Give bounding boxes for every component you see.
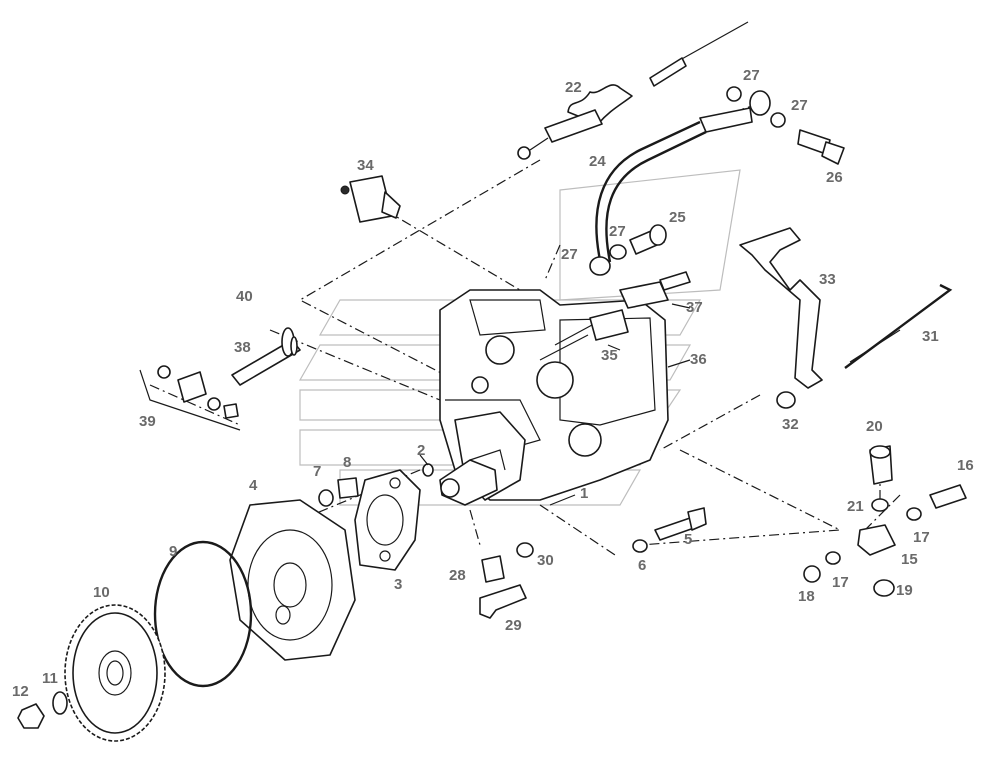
callout-label: 20 [866,418,883,435]
callout-label: 39 [139,413,156,430]
hollow-bolt-26 [726,86,845,165]
bolt-5 [632,507,707,553]
nut-30 [516,542,534,558]
callout-label: 28 [449,567,466,584]
leader-lines [419,303,691,506]
pump-top-fittings [539,271,691,361]
o-ring-9 [153,540,253,688]
callout-label: 2 [417,442,426,459]
callout-label: 27 [791,97,808,114]
callout-label: 35 [601,347,618,364]
nut-32 [776,391,796,409]
callout-label: 33 [819,271,836,288]
banjo-bolt-25 [609,224,667,260]
bracket-33 [739,227,823,389]
callout-label: 11 [42,670,58,687]
callout-label: 38 [234,339,251,356]
callout-label: 36 [690,351,707,368]
callout-label: 3 [394,576,403,593]
callout-label: 8 [343,454,352,471]
clip-29 [479,584,527,619]
callout-label: 30 [537,552,554,569]
sensor-28 [481,555,505,583]
callout-label: 34 [357,157,374,174]
drive-gear-10 [64,604,166,742]
washer-11 [52,691,68,715]
callout-label: 17 [832,574,849,591]
callout-label: 22 [565,79,582,96]
callout-label: 24 [589,153,606,170]
stop-solenoid [340,175,401,223]
callout-label: 4 [249,477,258,494]
callout-label: 16 [957,457,974,474]
callout-label: 29 [505,617,522,634]
callout-label: 37 [686,299,703,316]
callout-label: 12 [12,683,29,700]
callout-label: 31 [922,328,939,345]
callout-label: 21 [847,498,864,515]
callout-label: 40 [236,288,253,305]
throttle-cable [517,21,749,160]
callout-label: 26 [826,169,843,186]
callout-label: 6 [638,557,647,574]
callout-label: 18 [798,588,815,605]
callout-label: 10 [93,584,110,601]
callout-label: 9 [169,543,178,560]
callout-label: 27 [609,223,626,240]
callout-label: 5 [684,531,693,548]
callout-label: 19 [896,582,913,599]
callout-label: 27 [561,246,578,263]
gasket-3 [354,463,434,571]
callout-label: 1 [580,485,589,502]
injection-pump-housing [439,289,669,506]
control-rod-31 [844,283,953,369]
nut-8 [337,477,359,499]
lever-assembly [803,445,967,597]
washer-7 [318,489,334,507]
callout-label: 7 [313,463,322,480]
oil-line [589,90,771,276]
callout-label: 25 [669,209,686,226]
callout-label: 32 [782,416,799,433]
callout-label: 27 [743,67,760,84]
shaft-assembly [139,327,301,431]
callout-label: 15 [901,551,918,568]
callout-label: 17 [913,529,930,546]
nut-12 [17,703,45,729]
